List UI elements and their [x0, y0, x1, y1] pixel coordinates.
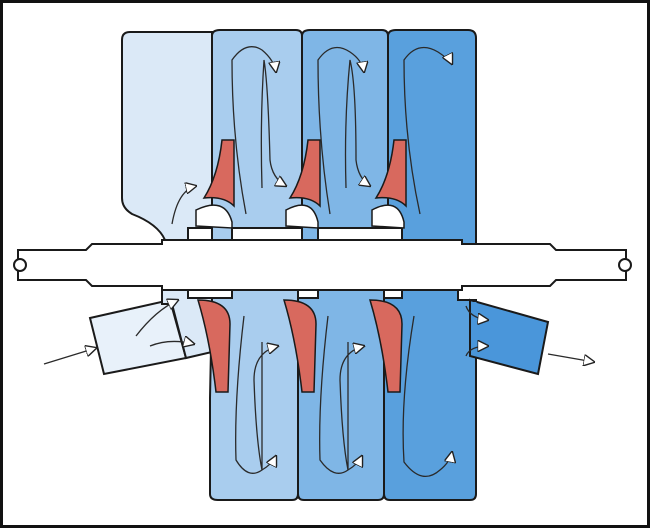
- impeller-vane-3-lower: [368, 299, 403, 393]
- impeller-eye-3-upper: [371, 204, 405, 229]
- flow-arrow-stage2-upper: [317, 46, 364, 215]
- flow-arrow-stage1-return-lower: [253, 342, 278, 471]
- shaft-end-left: [13, 258, 27, 272]
- flow-arrow-suction: [43, 348, 96, 365]
- flow-lines-lower: [43, 300, 594, 478]
- impeller-vane-2-upper: [288, 139, 321, 208]
- flow-arrow-stage3-lower: [402, 315, 452, 478]
- flow-arrow-inlet-upper: [171, 186, 196, 225]
- flow-arrow-inlet-to-impeller: [149, 341, 194, 346]
- impeller-eye-1-upper: [195, 204, 233, 229]
- flow-arrow-stage2-lower: [319, 315, 362, 474]
- flow-lines-upper: [171, 46, 452, 225]
- impeller-vane-3-upper: [374, 139, 407, 208]
- flow-arrow-stage1-upper: [231, 46, 276, 215]
- flow-arrow-inlet-lower: [135, 300, 178, 337]
- shaft-channel: [164, 242, 460, 288]
- discharge-nozzle: [469, 298, 550, 376]
- shaft-end-right: [618, 258, 632, 272]
- impeller-eye-2-upper: [285, 204, 319, 229]
- impeller-vane-1-upper: [202, 139, 235, 208]
- inlet-nozzle: [88, 298, 188, 376]
- impeller-vane-1-lower: [196, 299, 231, 393]
- impeller-vane-2-lower: [282, 299, 317, 393]
- flow-arrow-stage3-exit-lower: [465, 346, 488, 357]
- flow-arrow-stage1-lower: [235, 315, 276, 474]
- flow-arrow-stage3-upper: [403, 46, 452, 215]
- flow-arrow-stage2-return-lower: [339, 342, 364, 471]
- flow-arrow-discharge: [547, 353, 594, 362]
- flow-arrow-stage2-return-upper: [344, 59, 371, 189]
- flow-arrow-stage1-return-upper: [260, 59, 286, 189]
- flow-arrow-stage3-exit-upper: [465, 305, 488, 320]
